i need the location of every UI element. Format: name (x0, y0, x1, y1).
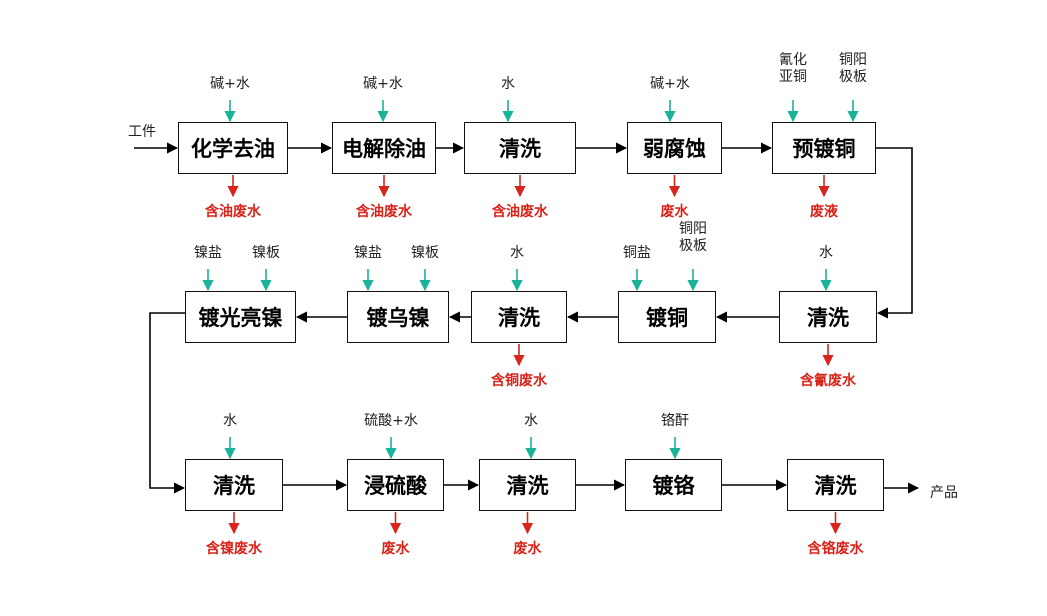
input-material-label: 镍盐 (194, 245, 222, 261)
input-material-label: 镍板 (252, 245, 280, 261)
process-step-box: 镀乌镍 (347, 291, 449, 343)
row-connector-arrow (149, 312, 186, 494)
waste-output-label: 废水 (513, 541, 542, 557)
input-material-label: 氰化亚铜 (779, 52, 807, 85)
process-step-box: 镀铜 (618, 291, 716, 343)
process-step-box: 镀铬 (625, 459, 722, 511)
process-step-box: 清洗 (464, 122, 576, 174)
flow-arrows (134, 142, 920, 494)
process-step-box: 电解除油 (332, 122, 436, 174)
waste-output-label: 含镍废水 (206, 541, 262, 557)
waste-output-label: 废水 (660, 204, 689, 220)
process-step-box: 浸硫酸 (347, 459, 444, 511)
process-step-box: 清洗 (471, 291, 567, 343)
process-step-box: 清洗 (479, 459, 576, 511)
waste-output-label: 含油废水 (356, 204, 412, 220)
input-material-label: 水 (510, 245, 524, 261)
process-step-box: 镀光亮镍 (185, 291, 296, 343)
input-material-label: 水 (223, 413, 237, 429)
input-output-arrows (202, 100, 859, 535)
input-material-label: 水 (524, 413, 538, 429)
waste-output-label: 含铜废水 (491, 373, 547, 389)
process-step-box: 预镀铜 (772, 122, 876, 174)
process-step-box: 化学去油 (178, 122, 288, 174)
waste-output-label: 废液 (810, 204, 838, 220)
input-material-label: 镍板 (411, 245, 439, 261)
process-step-box: 清洗 (787, 459, 884, 511)
input-material-label: 硫酸+水 (364, 413, 418, 429)
input-material-label: 碱+水 (650, 76, 690, 92)
waste-output-label: 含油废水 (205, 204, 261, 220)
input-material-label: 碱+水 (363, 76, 403, 92)
input-material-label: 铜阳极板 (839, 52, 867, 85)
product-output-label: 产品 (930, 485, 958, 501)
input-material-label: 铜盐 (623, 245, 651, 261)
input-material-label: 铜阳极板 (679, 221, 707, 254)
row-connector-arrow (876, 147, 913, 319)
waste-output-label: 废水 (381, 541, 410, 557)
input-material-label: 铬酐 (661, 413, 689, 429)
waste-output-label: 含油废水 (492, 204, 548, 220)
input-material-label: 水 (819, 245, 833, 261)
input-material-label: 水 (501, 76, 515, 92)
workpiece-input-label: 工件 (128, 124, 156, 140)
process-step-box: 清洗 (185, 459, 283, 511)
waste-output-label: 含铬废水 (807, 541, 864, 557)
process-step-box: 弱腐蚀 (627, 122, 722, 174)
process-step-box: 清洗 (779, 291, 877, 343)
input-material-label: 碱+水 (210, 76, 250, 92)
waste-output-label: 含氰废水 (800, 373, 856, 389)
input-material-label: 镍盐 (354, 245, 382, 261)
